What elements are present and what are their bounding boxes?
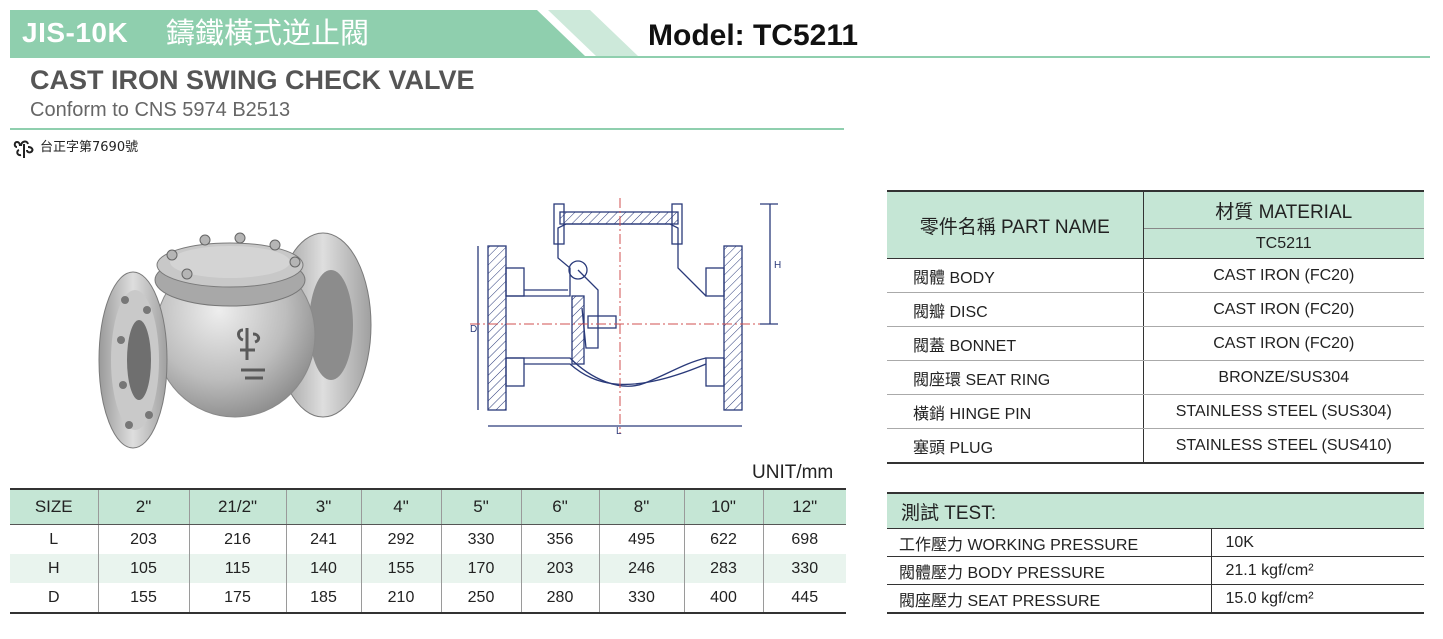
valve-photo (98, 232, 372, 449)
part-name: 閥蓋 BONNET (887, 326, 1144, 361)
valve-cross-section-drawing: H D L (470, 198, 781, 436)
materials-table-subheader: TC5211 (887, 228, 1424, 259)
test-value: 15.0 kgf/cm² (1211, 584, 1425, 614)
part-material: BRONZE/SUS304 (1143, 360, 1424, 395)
table-row: 閥座環 SEAT RING BRONZE/SUS304 (887, 360, 1424, 395)
table-cell: 203 (520, 554, 599, 583)
table-row: 閥體 BODY CAST IRON (FC20) (887, 258, 1424, 293)
table-cell: 622 (683, 524, 763, 554)
model-title: Model: TC5211 (648, 19, 859, 52)
header-banner (10, 10, 585, 56)
table-cell: 115 (188, 554, 286, 583)
col-header: 12" (762, 488, 846, 525)
table-row: 閥體壓力 BODY PRESSURE 21.1 kgf/cm² (887, 556, 1425, 585)
certification-mark-icon (13, 140, 34, 158)
dimension-table-header: SIZE 2" 21/2" 3" 4" 5" 6" 8" 10" 12" (10, 488, 846, 525)
series-label: JIS-10K (22, 17, 129, 48)
part-material: CAST IRON (FC20) (1143, 292, 1424, 327)
table-row: 橫銷 HINGE PIN STAINLESS STEEL (SUS304) (887, 394, 1424, 429)
table-row: 閥蓋 BONNET CAST IRON (FC20) (887, 326, 1424, 361)
dimension-table: SIZE 2" 21/2" 3" 4" 5" 6" 8" 10" 12" L 2… (10, 488, 846, 614)
table-row: D 155 175 185 210 250 280 330 400 445 (10, 583, 846, 614)
table-cell: 495 (598, 524, 684, 554)
table-cell: H (10, 554, 98, 583)
test-name: 工作壓力 WORKING PRESSURE (887, 528, 1212, 557)
part-name: 橫銷 HINGE PIN (887, 394, 1144, 429)
table-cell: L (49, 530, 59, 548)
test-value: 21.1 kgf/cm² (1211, 556, 1425, 585)
table-cell: 283 (683, 554, 763, 583)
table-cell: 445 (762, 583, 846, 614)
col-header: 10" (683, 488, 763, 525)
table-cell: D (10, 583, 98, 614)
table-row: 工作壓力 WORKING PRESSURE 10K (887, 528, 1425, 557)
table-row: 閥瓣 DISC CAST IRON (FC20) (887, 292, 1424, 327)
table-row: 閥座壓力 SEAT PRESSURE 15.0 kgf/cm² (887, 584, 1425, 614)
unit-label: UNIT/mm (752, 462, 834, 483)
col-header: 4" (360, 488, 441, 525)
test-name: 閥座壓力 SEAT PRESSURE (887, 584, 1212, 614)
table-cell: 356 (520, 524, 599, 554)
table-cell: 698 (762, 524, 846, 554)
table-cell: 330 (440, 524, 521, 554)
test-table-header: 測試 TEST: (887, 492, 1425, 529)
table-cell: 185 (285, 583, 361, 614)
table-row: 塞頭 PLUG STAINLESS STEEL (SUS410) (887, 428, 1424, 464)
product-title: CAST IRON SWING CHECK VALVE (30, 65, 475, 95)
model-subheader: TC5211 (1143, 228, 1424, 259)
standard-subtitle: Conform to CNS 5974 B2513 (30, 99, 291, 121)
series-label-chinese: 鑄鐵橫式逆止閥 (166, 16, 370, 50)
col-header: 6" (520, 488, 599, 525)
col-header: 2" (97, 488, 189, 525)
table-cell: 155 (97, 583, 189, 614)
table-cell: 210 (360, 583, 441, 614)
table-cell: 250 (440, 583, 521, 614)
table-cell: 203 (97, 524, 189, 554)
materials-table-header: 零件名稱 PART NAME 材質 MATERIAL (887, 190, 1424, 259)
col-header: 3" (285, 488, 361, 525)
material-header: 材質 MATERIAL (1143, 190, 1424, 229)
drawing-label-l: L (616, 426, 622, 436)
part-material: STAINLESS STEEL (SUS304) (1143, 394, 1424, 429)
test-header: 測試 TEST: (887, 492, 1425, 529)
col-header: 5" (440, 488, 521, 525)
part-material: STAINLESS STEEL (SUS410) (1143, 428, 1424, 464)
table-row: L 203 216 241 292 330 356 495 622 698 (10, 524, 846, 554)
materials-table: 零件名稱 PART NAME 材質 MATERIAL TC5211 閥體 BOD… (887, 190, 1424, 464)
table-cell: 280 (520, 583, 599, 614)
table-cell: 246 (598, 554, 684, 583)
table-cell: 105 (97, 554, 189, 583)
test-name: 閥體壓力 BODY PRESSURE (887, 556, 1212, 585)
table-cell: 241 (285, 524, 361, 554)
part-material: CAST IRON (FC20) (1143, 258, 1424, 293)
part-name: 閥座環 SEAT RING (887, 360, 1144, 395)
drawing-label-d: D (470, 324, 477, 335)
table-cell: 330 (598, 583, 684, 614)
drawing-label-h: H (774, 260, 781, 271)
table-cell: 292 (360, 524, 441, 554)
test-pressure-table: 測試 TEST: 工作壓力 WORKING PRESSURE 10K 閥體壓力 … (887, 492, 1425, 614)
test-value: 10K (1211, 528, 1425, 557)
part-material: CAST IRON (FC20) (1143, 326, 1424, 361)
table-cell: 175 (188, 583, 286, 614)
table-row: H 105 115 140 155 170 203 246 283 330 (10, 554, 846, 583)
col-header: SIZE (10, 488, 98, 525)
part-name: 閥體 BODY (887, 258, 1144, 293)
table-cell: 400 (683, 583, 763, 614)
table-cell: 140 (285, 554, 361, 583)
certification-number: 台正字第7690號 (40, 140, 139, 155)
col-header: 8" (598, 488, 684, 525)
header-divider (10, 56, 1430, 58)
title-divider (10, 128, 844, 130)
col-header: 21/2" (188, 488, 286, 525)
table-cell: 216 (188, 524, 286, 554)
part-name: 塞頭 PLUG (887, 428, 1144, 464)
table-cell: 330 (762, 554, 846, 583)
table-cell: 170 (440, 554, 521, 583)
part-name: 閥瓣 DISC (887, 292, 1144, 327)
part-name-header: 零件名稱 PART NAME (887, 190, 1144, 259)
table-cell: 155 (360, 554, 441, 583)
